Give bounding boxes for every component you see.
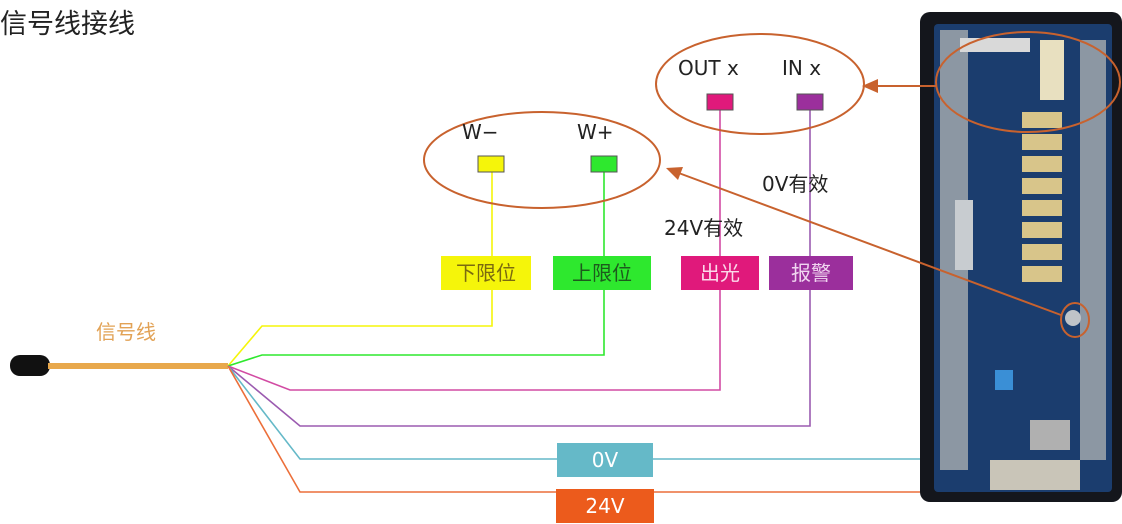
out-terminal-label: OUT x	[678, 56, 739, 80]
relay-block	[1022, 112, 1062, 128]
out-terminal	[706, 93, 734, 111]
cable-label: 信号线	[96, 320, 156, 344]
wire-green	[227, 170, 605, 367]
upper-limit-tag: 上限位	[553, 256, 651, 290]
in-terminal	[796, 93, 824, 111]
alarm-tag: 报警	[769, 256, 853, 290]
board-limit-port-ellipse	[1060, 302, 1090, 338]
cable-plug	[10, 355, 50, 376]
relay-block	[1022, 244, 1062, 260]
arrowhead-limit	[666, 167, 683, 180]
relay-block	[1022, 156, 1062, 172]
laser-out-tag: 出光	[681, 256, 759, 290]
relay-block	[1022, 222, 1062, 238]
in-terminal-label: IN x	[782, 56, 822, 80]
twentyfour-v-active-note: 24V有效	[664, 216, 744, 240]
w-plus-terminal	[590, 155, 618, 173]
limit-terminal-ellipse	[423, 111, 661, 209]
arrow-to-limit-ellipse	[675, 171, 1062, 316]
wire-magenta	[227, 108, 721, 391]
controller-board	[920, 12, 1122, 502]
relay-block	[1022, 178, 1062, 194]
w-minus-label: W−	[462, 120, 499, 144]
zero-v-active-note: 0V有效	[762, 172, 829, 196]
io-terminal-ellipse	[655, 33, 865, 135]
relay-block	[1022, 266, 1062, 282]
twentyfour-v-tag: 24V	[556, 489, 654, 523]
lower-limit-tag: 下限位	[441, 256, 531, 290]
zero-v-tag: 0V	[557, 443, 653, 477]
relay-block	[1022, 200, 1062, 216]
wire-yellow	[227, 170, 493, 367]
w-plus-label: W+	[577, 120, 614, 144]
arrowhead-io	[862, 79, 878, 93]
page-title: 信号线接线	[0, 9, 135, 40]
w-minus-terminal	[477, 155, 505, 173]
board-terminal-ellipse	[935, 31, 1121, 133]
relay-block	[1022, 134, 1062, 150]
